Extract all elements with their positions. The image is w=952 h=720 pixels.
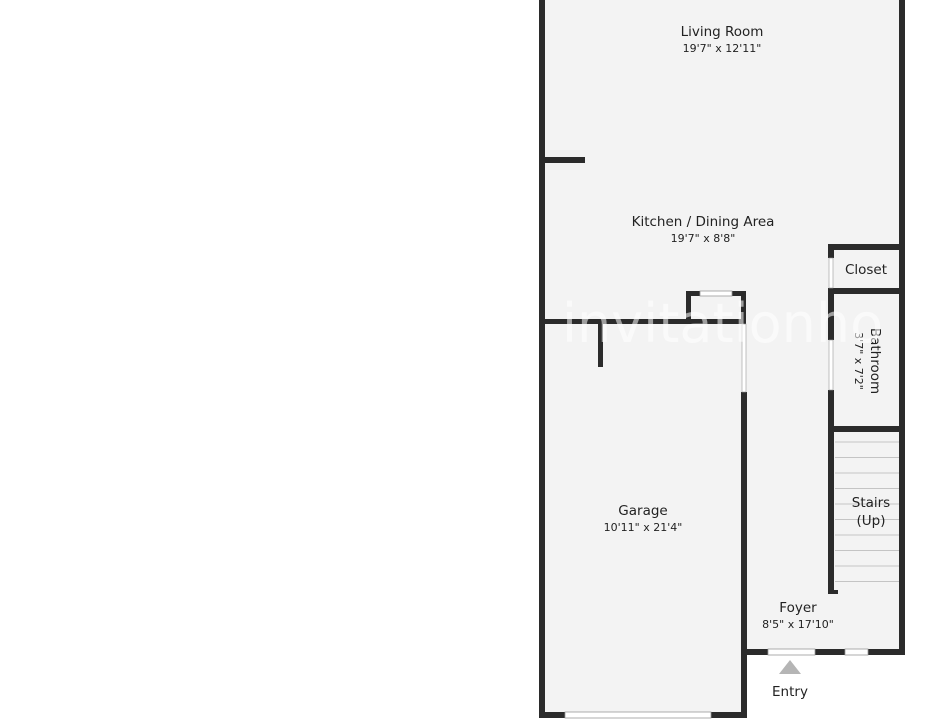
wall-closet-left	[828, 244, 834, 258]
garage-dims: 10'11" x 21'4"	[604, 521, 683, 534]
kitchen-dims: 19'7" x 8'8"	[671, 232, 736, 245]
floor-fills	[544, 0, 902, 716]
closet-name: Closet	[845, 262, 887, 278]
closet-door	[828, 257, 834, 289]
walls	[539, 0, 905, 718]
room-labels: Living Room 19'7" x 12'11" Kitchen / Din…	[604, 24, 891, 700]
bathroom-name: Bathroom	[867, 328, 883, 394]
stair-treads	[835, 441, 899, 582]
entry-arrow-icon	[779, 660, 801, 674]
bathroom-door	[828, 339, 834, 391]
wall-outer-right	[899, 0, 905, 654]
wall-bath-left-lower	[828, 390, 834, 432]
foyer-window	[844, 648, 869, 656]
garage-side-door	[741, 323, 747, 393]
foyer-name: Foyer	[779, 600, 817, 616]
wall-garage-top-right	[686, 319, 746, 324]
pantry-window	[699, 290, 733, 297]
wall-foyer-bottom-r	[868, 649, 905, 655]
front-door-opening	[767, 648, 816, 656]
wall-garage-top	[544, 319, 686, 324]
wall-foyer-bottom-l	[746, 649, 768, 655]
watermark: invitationho	[562, 292, 883, 355]
wall-closet-bottom	[828, 288, 902, 294]
garage-door-opening	[564, 711, 712, 719]
floor-garage	[544, 324, 742, 716]
stairs-name: Stairs	[852, 495, 890, 511]
bathroom-dims: 3'7" x 7'2"	[852, 332, 865, 390]
wall-living-stub	[544, 157, 585, 163]
living-room-name: Living Room	[681, 24, 764, 40]
stairs-direction: (Up)	[857, 513, 886, 529]
wall-stairs-bottom	[828, 590, 838, 594]
wall-pantry-right	[741, 291, 746, 323]
wall-stairs-left	[828, 426, 834, 594]
wall-garage-bottom-l	[539, 712, 565, 718]
wall-garage-right	[741, 392, 747, 718]
wall-closet-top	[828, 244, 902, 250]
wall-pantry-left	[686, 291, 691, 323]
entry-label: Entry	[772, 684, 808, 700]
wall-garage-stub	[598, 324, 603, 367]
wall-bath-left	[828, 288, 834, 340]
wall-garage-bottom-r	[711, 712, 747, 718]
openings	[564, 257, 869, 719]
wall-outer-left	[539, 0, 545, 718]
garage-name: Garage	[618, 503, 667, 519]
wall-pantry-top-l	[686, 291, 700, 296]
kitchen-name: Kitchen / Dining Area	[632, 214, 775, 230]
bathroom-label: Bathroom 3'7" x 7'2"	[852, 328, 883, 394]
wall-foyer-bottom-m	[815, 649, 845, 655]
wall-pantry-top-r	[732, 291, 746, 296]
wall-bath-bottom	[828, 426, 902, 432]
foyer-dims: 8'5" x 17'10"	[762, 618, 834, 631]
living-room-dims: 19'7" x 12'11"	[683, 42, 762, 55]
